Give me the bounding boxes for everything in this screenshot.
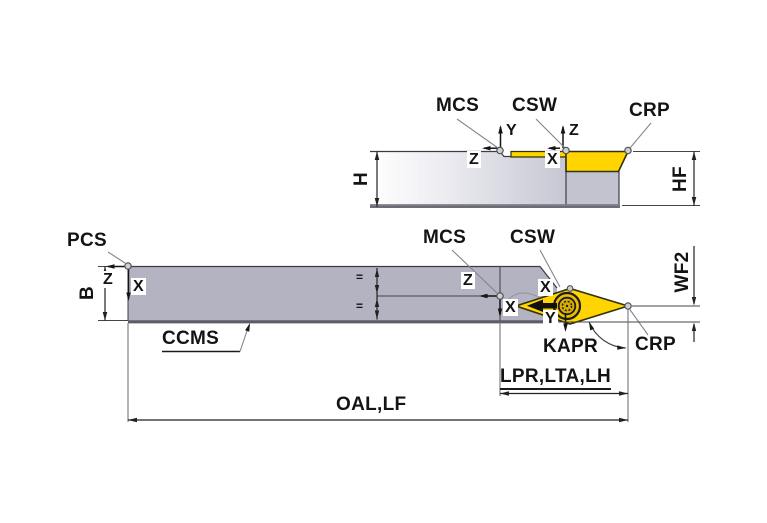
kapr-angle-arc bbox=[588, 321, 626, 350]
crp-point-marker bbox=[624, 146, 632, 155]
label-dim-oal: OAL,LF bbox=[336, 394, 407, 415]
equal-mark-lower: = bbox=[356, 299, 364, 313]
label-mcs-plan: MCS bbox=[423, 227, 467, 248]
axis-x-box-side: X bbox=[545, 151, 560, 168]
label-csw-side: CSW bbox=[512, 95, 558, 116]
plan-view-csw-axes bbox=[527, 299, 568, 332]
label-dim-lpr: LPR,LTA,LH bbox=[500, 367, 611, 390]
dimension-symmetry bbox=[374, 268, 380, 320]
side-view-mcs-axes bbox=[482, 125, 503, 151]
leader-crp-top bbox=[629, 122, 652, 149]
csw-point-marker bbox=[562, 146, 570, 155]
plan-view bbox=[98, 246, 700, 423]
axis-z-up-side: Z bbox=[569, 122, 579, 139]
equal-mark-upper: = bbox=[356, 270, 364, 284]
side-view-csw-axes bbox=[547, 125, 566, 151]
side-view-shank-body bbox=[373, 151, 566, 207]
leader-mcs-plan bbox=[451, 249, 498, 294]
side-view bbox=[370, 118, 700, 208]
dimension-oal bbox=[127, 323, 628, 423]
label-dim-wf2: WF2 bbox=[672, 251, 693, 293]
label-mcs-side: MCS bbox=[436, 95, 480, 116]
leader-csw-top bbox=[535, 118, 565, 148]
leader-mcs-top bbox=[456, 118, 499, 149]
leader-csw-plan bbox=[539, 249, 561, 288]
label-ccms: CCMS bbox=[162, 328, 220, 349]
axis-y-box-csw: Y bbox=[543, 310, 558, 327]
pcs-point-marker bbox=[124, 262, 132, 270]
plan-view-shank-body bbox=[128, 266, 557, 321]
axis-x-box-pcs: X bbox=[131, 278, 146, 295]
axis-x-box-mcs: X bbox=[503, 299, 518, 316]
label-crp-plan: CRP bbox=[635, 334, 677, 355]
clamp-screw bbox=[552, 291, 582, 321]
label-dim-h: H bbox=[351, 171, 372, 187]
mcs-point-marker bbox=[496, 146, 504, 155]
leader-pcs bbox=[107, 251, 126, 264]
axis-z-box-side: Z bbox=[467, 151, 481, 168]
axis-y-side: Y bbox=[506, 122, 517, 139]
label-csw-plan: CSW bbox=[510, 227, 556, 248]
plan-view-pcs-axes bbox=[106, 264, 131, 301]
axis-z-box-mcs: Z bbox=[461, 272, 475, 289]
plan-view-mcs-axes bbox=[479, 293, 503, 317]
mcs-point-marker-plan bbox=[496, 292, 504, 300]
dimension-h bbox=[374, 151, 380, 207]
label-pcs: PCS bbox=[67, 230, 107, 251]
leader-ccms bbox=[162, 323, 250, 353]
label-dim-b: B bbox=[77, 285, 98, 301]
side-view-insert bbox=[565, 150, 630, 173]
label-crp-side: CRP bbox=[629, 100, 671, 121]
label-kapr: KAPR bbox=[543, 336, 599, 357]
crp-point-marker-plan bbox=[624, 302, 632, 310]
axis-z-box-pcs: Z bbox=[101, 271, 115, 288]
dimension-lpr bbox=[500, 309, 629, 422]
label-dim-hf: HF bbox=[670, 166, 691, 192]
axis-x-box-csw: X bbox=[538, 279, 553, 296]
csw-point-marker-plan bbox=[566, 285, 574, 292]
dimension-hf bbox=[622, 151, 700, 206]
